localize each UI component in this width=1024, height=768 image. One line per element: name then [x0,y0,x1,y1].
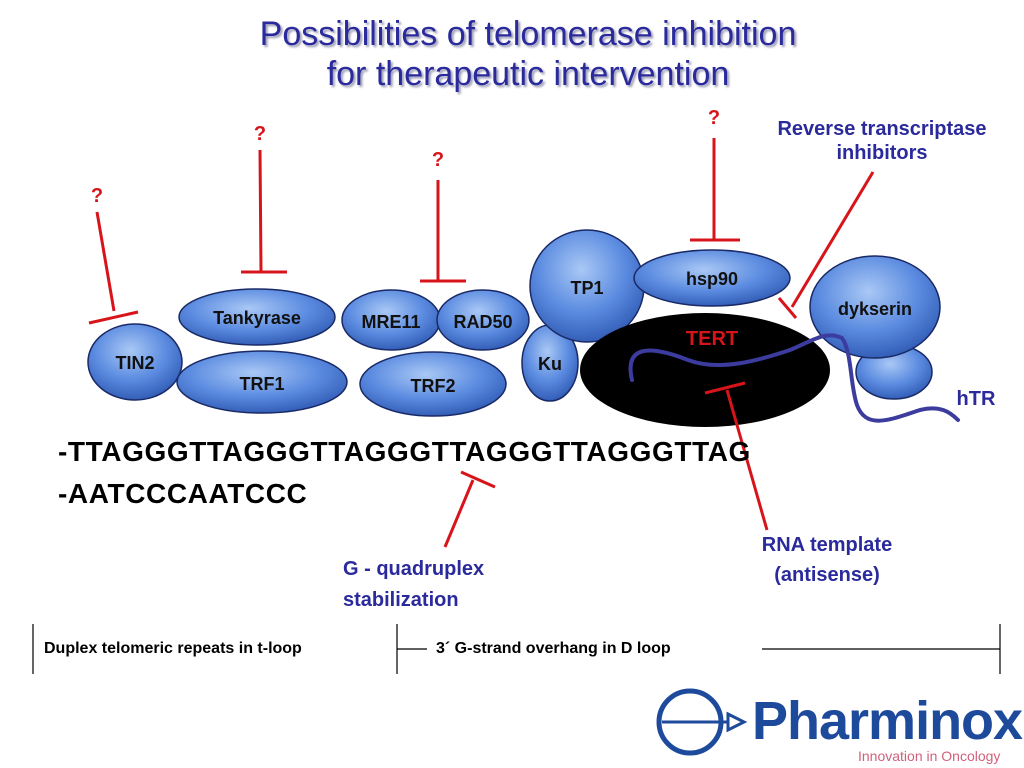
title-line-1: Possibilities of telomerase inhibition [259,15,797,53]
hsp90-label: hsp90 [686,269,738,289]
region-brackets [32,624,1001,674]
gq-inhibitor-bar [460,470,496,489]
tankyrase-label: Tankyrase [213,308,301,328]
duplex-region-label: Duplex telomeric repeats in t-loop [44,640,302,657]
rna-template-inhibitor-line [725,389,769,531]
dykserin-label: dykserin [838,299,912,319]
tankyrase-shape [178,288,336,346]
page-title: Possibilities of telomerase inhibition f… [0,14,1024,94]
gq-inhibitor-line [443,479,475,548]
rad50-shape [436,289,530,351]
pharminox-logo-icon [656,688,748,756]
tankyrase-question-mark: ? [254,123,266,145]
rt-inhibitors-line1: Reverse transcriptase [777,118,986,140]
overhang-region-label: 3´ G-strand overhang in D loop [436,640,671,657]
ku-label: Ku [538,354,562,374]
pharminox-tagline: Innovation in Oncology [858,748,1001,764]
rna-template-line2: (antisense) [774,564,880,586]
tin2-inhibitor-bar [88,310,139,325]
rad50-label: RAD50 [453,312,512,332]
trf1-label: TRF1 [240,374,285,394]
hsp90-shape [633,249,791,307]
hsp90-question-mark: ? [708,107,720,129]
trf2-shape [359,351,507,417]
pharminox-logo-text: Pharminox [752,691,1023,751]
tin2-inhibitor-line [95,211,116,312]
inhibitor-lines [88,138,875,548]
rt-inhibitor-line [790,171,875,308]
trf2-label: TRF2 [411,376,456,396]
tert-label: TERT [686,328,738,350]
mre11-label: MRE11 [361,312,420,332]
g-quadruplex-line1: G - quadruplex [343,558,484,580]
tp1-label: TP1 [570,278,603,298]
dykserin-shape [809,255,941,359]
g-quadruplex-line2: stabilization [343,589,459,611]
tankyrase-inhibitor-line [258,149,263,273]
trf1-shape [176,350,348,414]
htr-rna-strand [628,333,960,423]
tert-shape [580,313,830,427]
mre11-question-mark: ? [432,149,444,171]
tin2-shape [87,323,183,401]
tin2-label: TIN2 [115,353,154,373]
rna-template-inhibitor-bar [704,381,746,395]
rt-inhibitor-bar [777,297,798,319]
dna-sequence-bottom: -AATCCCAATCCC [58,478,308,509]
rt-inhibitors-line2: inhibitors [836,142,927,164]
rna-template-line1: RNA template [762,534,892,556]
title-line-2: for therapeutic intervention [326,55,730,93]
dna-sequence-top: -TTAGGGTTAGGGTTAGGGTTAGGGTTAGGGTTAG [58,436,751,467]
htr-label: hTR [957,388,996,410]
tin2-question-mark: ? [91,185,103,207]
